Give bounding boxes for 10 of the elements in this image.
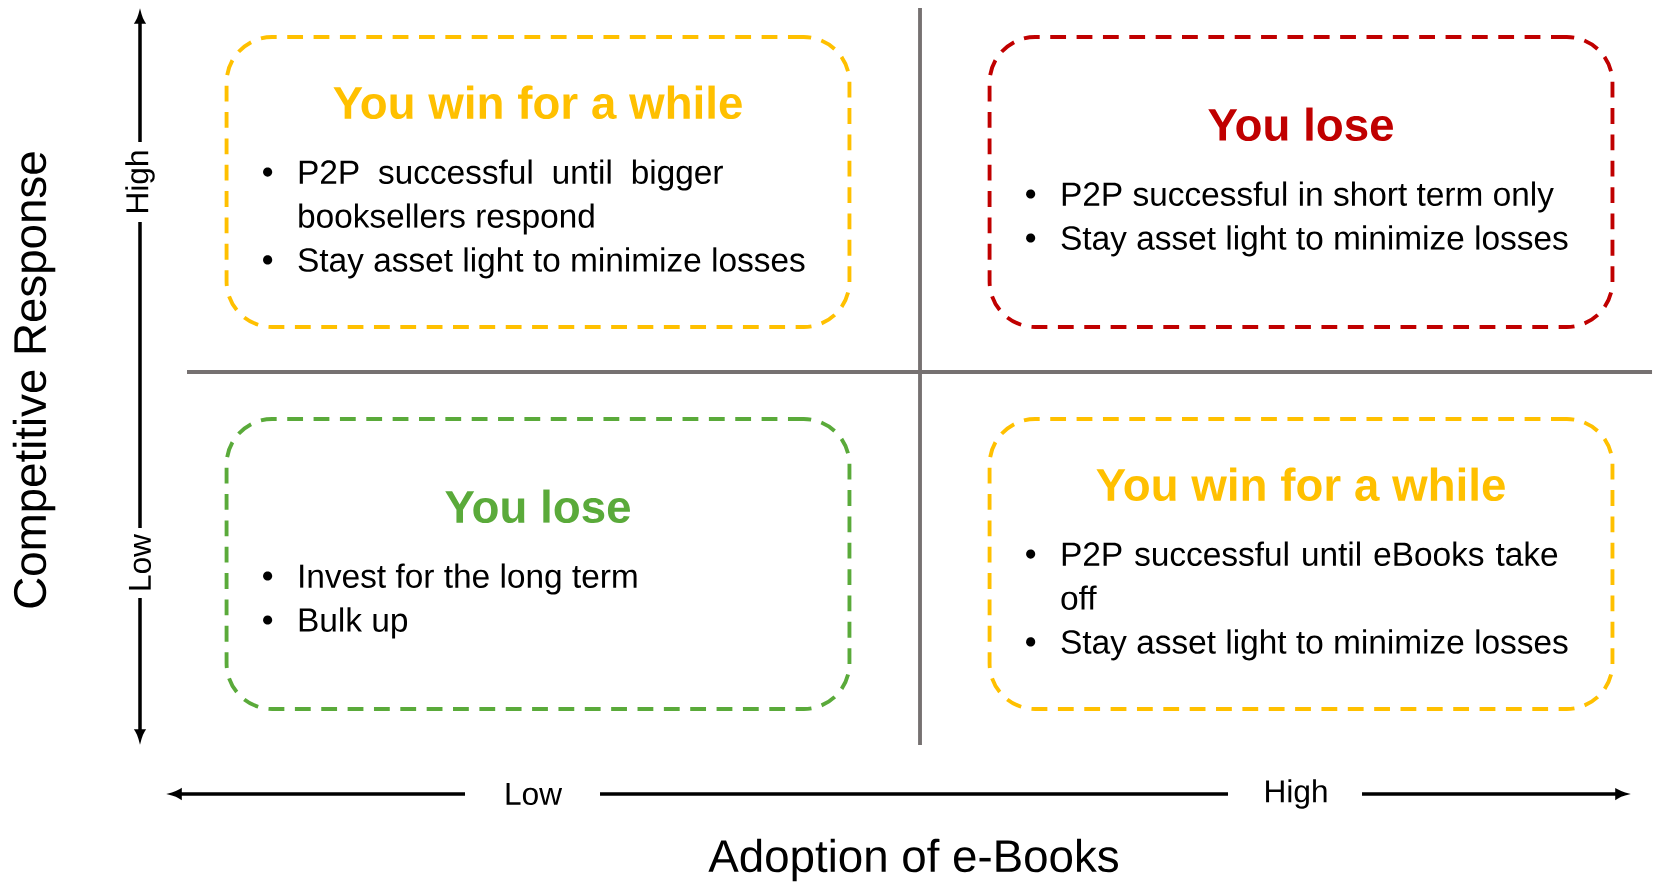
axis-label: High bbox=[1266, 779, 1327, 809]
axis-label: Low bbox=[506, 782, 563, 806]
quadrant-box: You win for a while P2P successful until bigger booksellers respond Stay asset light to minimize losses bbox=[224, 35, 852, 329]
axis-label: Low bbox=[128, 533, 152, 590]
quadrant-box: You lose Invest for the long term Bulk up bbox=[224, 417, 852, 711]
quadrant-box: You lose P2P successful in short term only Stay asset light to minimize losses bbox=[987, 35, 1615, 329]
quadrant-box: You win for a while P2P successful until eBooks take off Stay asset light to minimize losses bbox=[987, 417, 1615, 711]
axis-label: High bbox=[125, 151, 155, 212]
axis-title: Adoption of e-Books bbox=[708, 838, 1118, 882]
axis-title: Competitive Response bbox=[12, 152, 56, 608]
